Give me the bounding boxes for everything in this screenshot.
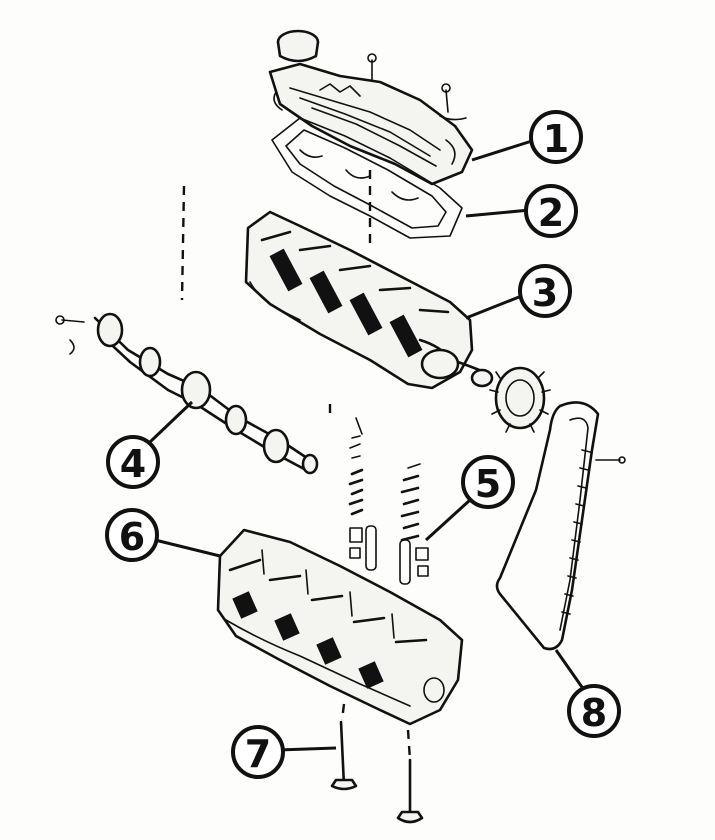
callout-1-label: 1 <box>543 117 569 161</box>
part-1-cam-cover <box>268 29 474 186</box>
callout-6-label: 6 <box>119 515 145 559</box>
callout-6: 6 <box>105 508 159 562</box>
part-8-timing-belt <box>495 401 626 651</box>
callout-8-label: 8 <box>581 691 607 735</box>
part-7-valves <box>330 720 424 824</box>
callout-1: 1 <box>529 110 583 164</box>
callout-4-label: 4 <box>120 442 146 486</box>
callout-2-label: 2 <box>538 191 564 235</box>
part-5-valve-springs <box>348 417 429 585</box>
callout-7-label: 7 <box>245 732 271 776</box>
part-4-camshaft <box>55 312 319 475</box>
callout-7: 7 <box>231 725 285 779</box>
part-2-gasket <box>271 117 463 239</box>
callout-3: 3 <box>518 264 572 318</box>
callout-4: 4 <box>106 435 160 489</box>
leader-lines <box>148 138 586 752</box>
callout-8: 8 <box>567 684 621 738</box>
assembly-axes <box>180 170 412 761</box>
part-6-cylinder-head <box>216 528 464 726</box>
part-3-cam-housing <box>244 210 551 433</box>
callout-3-label: 3 <box>532 271 558 315</box>
callout-5: 5 <box>461 455 515 509</box>
callout-5-label: 5 <box>475 462 501 506</box>
callout-2: 2 <box>524 184 578 238</box>
